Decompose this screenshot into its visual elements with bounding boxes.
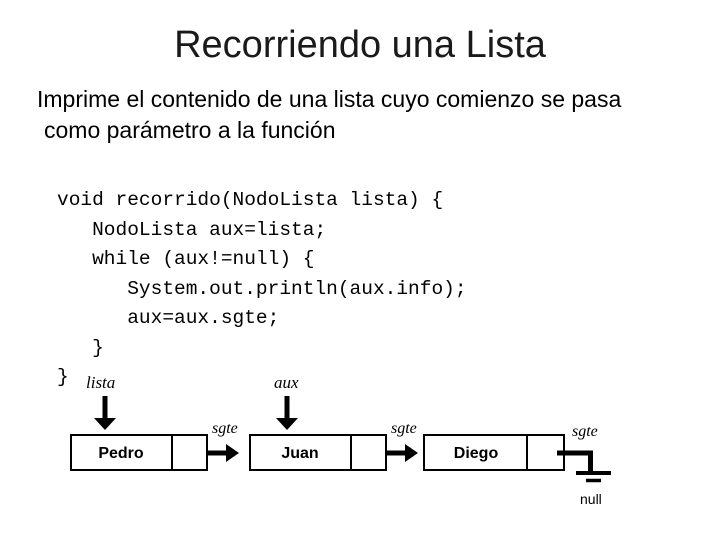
code-line: } [57,366,69,388]
sgte-field-label: sgte [391,420,417,437]
node-value: Juan [281,445,318,462]
aux-arrow-down-icon [276,396,298,430]
code-line: while (aux!=null) { [57,248,315,270]
node-value: Diego [454,445,499,462]
slide-body: Imprime el contenido de una lista cuyo c… [37,84,687,146]
list-node: Pedro [70,434,208,471]
sgte-field-label: sgte [212,420,238,437]
slide-title: Recorriendo una Lista [174,24,546,66]
list-node: Juan [249,434,387,471]
lista-arrow-down-icon [94,396,116,430]
code-line: aux=aux.sgte; [57,307,280,329]
next-arrow-right-icon [385,444,418,462]
null-label: null [580,491,602,507]
sgte-field-label: sgte [572,423,598,440]
code-block: void recorrido(NodoLista lista) { NodoLi… [57,186,467,393]
aux-pointer-label: aux [274,373,299,392]
code-line: System.out.println(aux.info); [57,277,467,300]
next-arrow-right-icon [206,444,239,462]
body-text-line: como parámetro a la función [44,117,336,143]
null-ground-icon [557,450,611,483]
code-line: NodoLista aux=lista; [57,218,327,241]
body-text-line: Imprime el contenido de una lista cuyo c… [37,86,622,112]
node-value: Pedro [98,445,144,462]
linked-list-diagram: lista aux Pedro sgte Juan sgte [70,373,611,507]
lista-pointer-label: lista [86,373,115,392]
list-node: Diego [423,434,565,471]
code-line: } [57,336,104,359]
code-line: void recorrido(NodoLista lista) { [57,189,444,211]
